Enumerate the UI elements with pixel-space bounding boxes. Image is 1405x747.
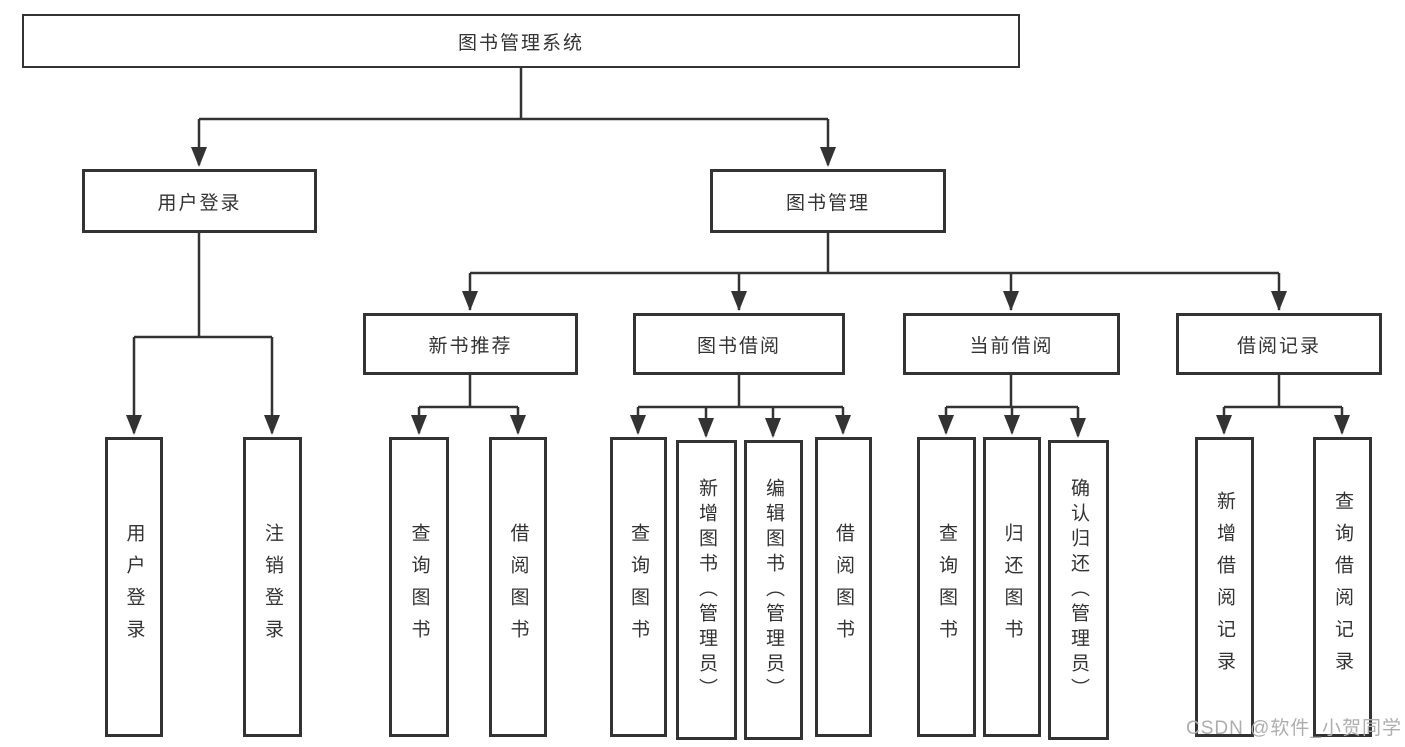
arrow-down-icon <box>411 415 427 435</box>
node-label: 图书管理 <box>785 192 870 214</box>
arrow-down-icon <box>1271 291 1287 311</box>
leaf-user-login: 用户登录 <box>105 437 163 737</box>
node-label: 查询图书 <box>936 523 957 651</box>
node-label: 新增借阅记录 <box>1214 491 1235 683</box>
arrow-down-icon <box>126 415 142 435</box>
leaf-borrow-books-1: 借阅图书 <box>489 437 547 737</box>
node-label: 用户登录 <box>157 192 242 214</box>
node-borrowing-records: 借阅记录 <box>1176 313 1382 375</box>
node-root-library-system: 图书管理系统 <box>22 14 1020 68</box>
arrowheads <box>126 147 1350 438</box>
connector-root-to-level2 <box>197 68 830 165</box>
arrow-down-icon <box>1003 291 1019 311</box>
node-book-borrowing: 图书借阅 <box>633 313 845 375</box>
connector-user-login-branch <box>132 233 274 433</box>
arrow-down-icon <box>510 415 526 435</box>
node-label: 新书推荐 <box>428 335 513 357</box>
node-user-login: 用户登录 <box>82 169 317 233</box>
node-label: 借阅图书 <box>507 523 529 651</box>
arrow-down-icon <box>835 415 851 435</box>
arrow-down-icon <box>765 418 781 438</box>
arrow-down-icon <box>820 147 836 167</box>
node-label: 查询借阅记录 <box>1332 491 1353 683</box>
arrow-down-icon <box>1216 415 1232 435</box>
leaf-query-books-1: 查询图书 <box>389 437 449 737</box>
node-label: 归还图书 <box>1001 523 1023 651</box>
leaf-return-books: 归还图书 <box>983 437 1041 737</box>
node-label: 当前借阅 <box>969 335 1054 357</box>
node-label: 图书借阅 <box>696 335 781 357</box>
node-label: 用户登录 <box>123 523 145 651</box>
node-current-borrowing: 当前借阅 <box>903 313 1120 375</box>
node-label: 查询图书 <box>408 523 430 651</box>
leaf-confirm-return-admin: 确认归还（管理员） <box>1048 440 1109 740</box>
node-label: 查询图书 <box>628 523 649 651</box>
connector-book-mgmt-branch <box>468 233 1281 310</box>
arrow-down-icon <box>630 415 646 435</box>
csdn-watermark: CSDN @软件_小贺同学 <box>1186 718 1402 739</box>
node-label: 确认归还（管理员） <box>1068 477 1089 703</box>
leaf-borrow-books-2: 借阅图书 <box>815 437 872 737</box>
arrow-down-icon <box>1070 418 1086 438</box>
leaf-add-borrow-record: 新增借阅记录 <box>1195 437 1254 737</box>
leaf-add-books-admin: 新增图书（管理员） <box>676 440 737 740</box>
node-new-book-recommend: 新书推荐 <box>363 313 578 375</box>
arrow-down-icon <box>1334 415 1350 435</box>
node-label: 借阅记录 <box>1236 335 1321 357</box>
leaf-query-books-2: 查询图书 <box>610 437 667 737</box>
node-label: 新增图书（管理员） <box>696 477 717 703</box>
leaf-query-books-3: 查询图书 <box>917 437 976 737</box>
arrow-down-icon <box>938 415 954 435</box>
connector-new-books-branch <box>417 375 520 433</box>
node-label: 图书管理系统 <box>457 32 584 54</box>
connector-book-borrow-branch <box>636 375 845 436</box>
connector-borrow-records-branch <box>1222 375 1344 433</box>
arrow-down-icon <box>462 291 478 311</box>
arrow-down-icon <box>698 418 714 438</box>
arrow-down-icon <box>1004 415 1020 435</box>
arrow-down-icon <box>191 147 207 167</box>
node-label: 编辑图书（管理员） <box>763 477 784 703</box>
node-book-management: 图书管理 <box>710 169 946 233</box>
arrow-down-icon <box>264 415 280 435</box>
leaf-query-borrow-record: 查询借阅记录 <box>1313 437 1372 737</box>
leaf-edit-books-admin: 编辑图书（管理员） <box>744 440 803 740</box>
node-label: 注销登录 <box>262 523 283 651</box>
leaf-logout: 注销登录 <box>243 437 302 737</box>
node-label: 借阅图书 <box>833 523 854 651</box>
arrow-down-icon <box>731 291 747 311</box>
